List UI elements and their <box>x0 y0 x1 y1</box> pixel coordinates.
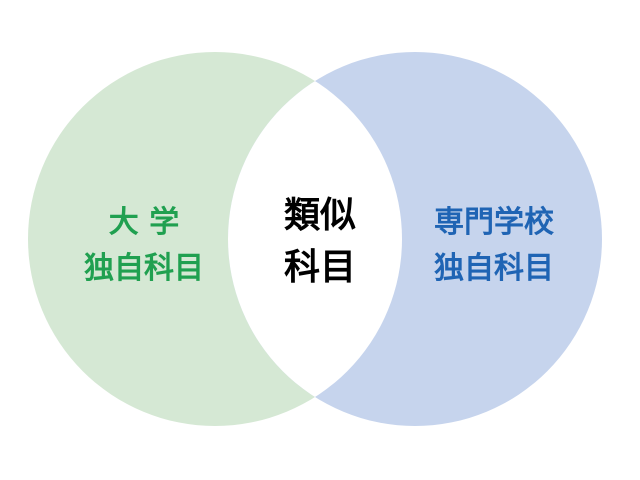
left-label-line1: 大 学 <box>108 205 180 240</box>
right-circle-label: 専門学校 独自科目 <box>404 200 584 292</box>
intersection-label-line2: 科目 <box>283 247 356 288</box>
left-circle-label: 大 学 独自科目 <box>64 200 224 292</box>
left-label-line2: 独自科目 <box>84 251 204 286</box>
intersection-region <box>228 52 402 426</box>
intersection-label: 類似 科目 <box>232 190 408 294</box>
intersection-label-line1: 類似 <box>283 195 356 236</box>
right-label-line1: 専門学校 <box>434 205 554 240</box>
right-label-line2: 独自科目 <box>434 251 554 286</box>
